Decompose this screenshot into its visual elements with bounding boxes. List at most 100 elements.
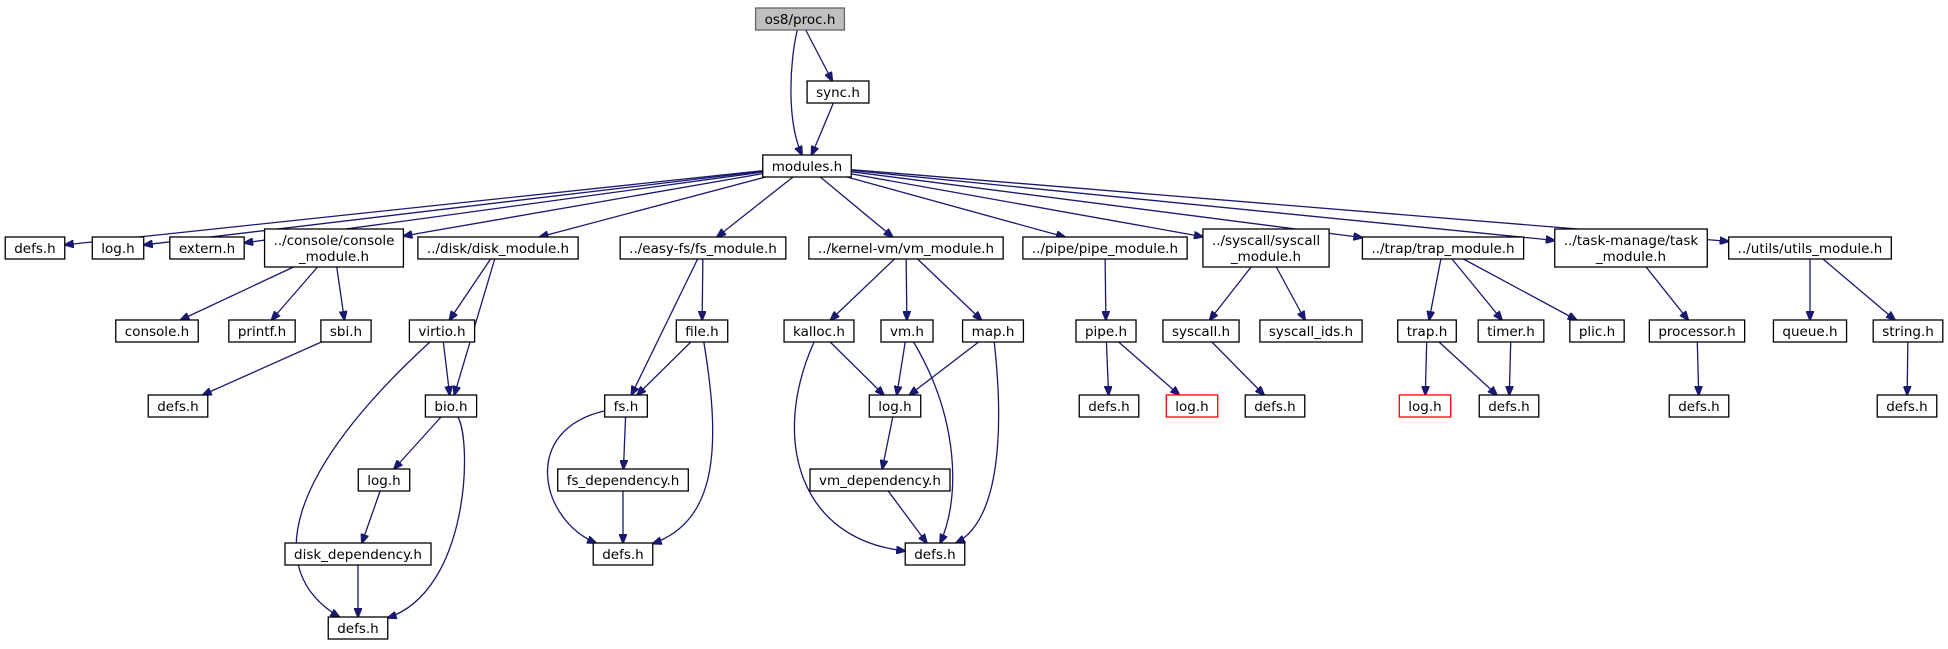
node-syscall[interactable]: syscall.h [1162, 319, 1240, 343]
node-string[interactable]: string.h [1872, 319, 1944, 343]
node-label: trap.h [1407, 324, 1448, 340]
node-box [1478, 394, 1540, 418]
node-fs_dep[interactable]: fs_dependency.h [557, 468, 689, 492]
node-label: ../trap/trap_module.h [1371, 241, 1514, 257]
node-label: ../syscall/syscall [1212, 233, 1320, 249]
node-queue[interactable]: queue.h [1772, 319, 1848, 343]
edge-kalloc-to-defs_vm [793, 341, 905, 551]
node-processor[interactable]: processor.h [1648, 319, 1746, 343]
edge-trap_mod-to-trap [1429, 258, 1442, 320]
node-trap_mod[interactable]: ../trap/trap_module.h [1361, 236, 1525, 260]
node-defs_disk[interactable]: defs.h [327, 616, 389, 640]
node-syscall_ids[interactable]: syscall_ids.h [1259, 319, 1363, 343]
node-label: ../kernel-vm/vm_module.h [818, 241, 994, 257]
node-label: modules.h [772, 159, 842, 175]
node-timer[interactable]: timer.h [1477, 319, 1545, 343]
node-console[interactable]: console.h [115, 319, 199, 343]
node-bio[interactable]: bio.h [424, 394, 478, 418]
node-sbi[interactable]: sbi.h [320, 319, 372, 343]
node-utils_mod[interactable]: ../utils/utils_module.h [1728, 236, 1892, 260]
edge-pipe_mod-to-pipe [1105, 258, 1106, 320]
node-file[interactable]: file.h [675, 319, 729, 343]
node-label: console.h [125, 324, 189, 340]
node-pipe[interactable]: pipe.h [1075, 319, 1137, 343]
edge-timer-to-defs_trap [1509, 341, 1510, 395]
node-box [675, 319, 729, 343]
node-sync[interactable]: sync.h [806, 80, 870, 104]
edge-modules-to-disk_mod [539, 176, 766, 237]
edge-utils_mod-to-string [1822, 258, 1895, 320]
node-disk_dep[interactable]: disk_dependency.h [284, 542, 432, 566]
node-label: _module.h [1595, 249, 1666, 265]
edge-trap-to-log_trap [1425, 341, 1426, 395]
node-map[interactable]: map.h [961, 319, 1025, 343]
node-extern[interactable]: extern.h [169, 236, 245, 260]
node-box [1259, 319, 1363, 343]
node-trap[interactable]: trap.h [1397, 319, 1457, 343]
node-box [604, 394, 648, 418]
node-label: virtio.h [418, 324, 465, 340]
edge-console_mod-to-sbi [336, 266, 345, 320]
node-log_vm[interactable]: log.h [868, 394, 922, 418]
node-box [1554, 228, 1708, 268]
node-box [754, 7, 846, 31]
node-label: defs.h [1254, 399, 1296, 415]
node-fs_mod[interactable]: ../easy-fs/fs_module.h [619, 236, 787, 260]
node-virtio[interactable]: virtio.h [408, 319, 476, 343]
node-printf[interactable]: printf.h [228, 319, 296, 343]
edge-log_vm-to-vm_dep [882, 416, 894, 469]
node-defs_syscall[interactable]: defs.h [1244, 394, 1306, 418]
node-defs_string[interactable]: defs.h [1876, 394, 1938, 418]
node-log_trap[interactable]: log.h [1398, 394, 1452, 418]
edge-fs-to-fs_dep [623, 416, 625, 469]
node-defs_pipe[interactable]: defs.h [1078, 394, 1140, 418]
node-disk_mod[interactable]: ../disk/disk_module.h [417, 236, 579, 260]
node-log_pipe[interactable]: log.h [1165, 394, 1219, 418]
node-log_bio[interactable]: log.h [357, 468, 411, 492]
node-box [91, 236, 145, 260]
node-box [809, 468, 951, 492]
node-vm_mod[interactable]: ../kernel-vm/vm_module.h [808, 236, 1004, 260]
node-vm_dep[interactable]: vm_dependency.h [809, 468, 951, 492]
node-syscall_mod[interactable]: ../syscall/syscall_module.h [1202, 228, 1330, 268]
node-label: map.h [972, 324, 1015, 340]
node-box [762, 154, 852, 178]
edge-syscall_mod-to-syscall [1210, 266, 1252, 320]
node-kalloc[interactable]: kalloc.h [783, 319, 855, 343]
node-label: file.h [685, 324, 718, 340]
edge-proc-to-modules [790, 29, 802, 155]
node-label: defs.h [337, 621, 379, 637]
node-label: pipe.h [1085, 324, 1127, 340]
node-box [1872, 319, 1944, 343]
node-box [263, 228, 405, 268]
node-defs_proc[interactable]: defs.h [1668, 394, 1730, 418]
node-console_mod[interactable]: ../console/console_module.h [263, 228, 405, 268]
node-vmh[interactable]: vm.h [880, 319, 934, 343]
edge-vmh-to-log_vm [897, 341, 906, 395]
node-defs_sbi[interactable]: defs.h [147, 394, 209, 418]
node-task_mod[interactable]: ../task-manage/task_module.h [1554, 228, 1708, 268]
edge-file-to-defs_fs [653, 341, 714, 544]
node-fs[interactable]: fs.h [604, 394, 648, 418]
node-plic[interactable]: plic.h [1569, 319, 1625, 343]
node-defs_vm[interactable]: defs.h [904, 542, 966, 566]
node-defs_a[interactable]: defs.h [4, 236, 66, 260]
node-log_a[interactable]: log.h [91, 236, 145, 260]
node-defs_trap[interactable]: defs.h [1478, 394, 1540, 418]
node-box [557, 468, 689, 492]
node-label: _module.h [298, 249, 369, 265]
node-label: log.h [1408, 399, 1441, 415]
edge-file-to-fs [637, 341, 692, 395]
nodes-layer: os8/proc.h sync.h modules.h defs.h log.h exte… [4, 7, 1944, 640]
node-label: bio.h [434, 399, 467, 415]
edge-pipe-to-defs_pipe [1106, 341, 1108, 395]
node-proc[interactable]: os8/proc.h [754, 7, 846, 31]
node-label: fs_dependency.h [567, 473, 680, 489]
edge-virtio-to-defs_disk [295, 341, 431, 617]
node-defs_fs[interactable]: defs.h [592, 542, 654, 566]
node-pipe_mod[interactable]: ../pipe/pipe_module.h [1022, 236, 1188, 260]
edge-trap_mod-to-timer [1451, 258, 1502, 320]
node-label: disk_dependency.h [294, 547, 422, 563]
node-label: queue.h [1782, 324, 1837, 340]
node-modules[interactable]: modules.h [762, 154, 852, 178]
